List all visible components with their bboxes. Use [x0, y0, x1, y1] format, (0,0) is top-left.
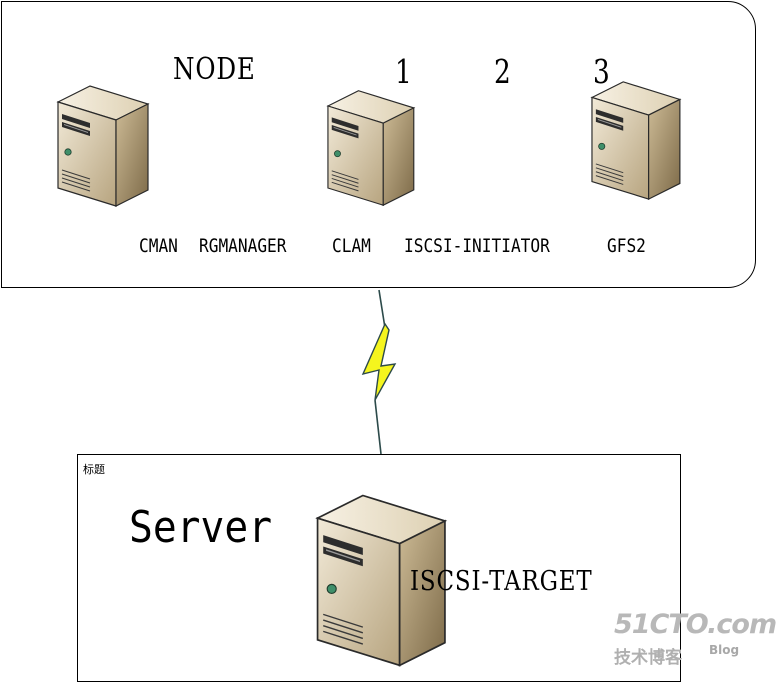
node-number-2: 2: [494, 52, 511, 91]
node-title: NODE: [173, 52, 256, 87]
iscsi-target-label: ISCSI-TARGET: [410, 566, 593, 597]
watermark-site: 51CTO.com: [614, 609, 776, 640]
server-icon: [50, 80, 150, 210]
watermark-blog: Blog: [709, 643, 740, 657]
server-icon: [318, 85, 418, 209]
component-clam: CLAM: [332, 235, 371, 257]
server-title: Server: [129, 502, 273, 553]
watermark-subtitle: 技术博客: [614, 648, 682, 668]
component-iscsi-initiator: ISCSI-INITIATOR: [404, 235, 550, 257]
server-group-caption: 标题: [83, 463, 105, 476]
node-number-1: 1: [395, 52, 412, 91]
node-number-3: 3: [593, 52, 610, 91]
component-rgmanager: RGMANAGER: [199, 235, 287, 257]
server-icon: [583, 76, 683, 203]
component-cman: CMAN: [139, 235, 178, 257]
component-gfs2: GFS2: [607, 235, 646, 257]
lightning-bolt-icon: [361, 289, 397, 455]
